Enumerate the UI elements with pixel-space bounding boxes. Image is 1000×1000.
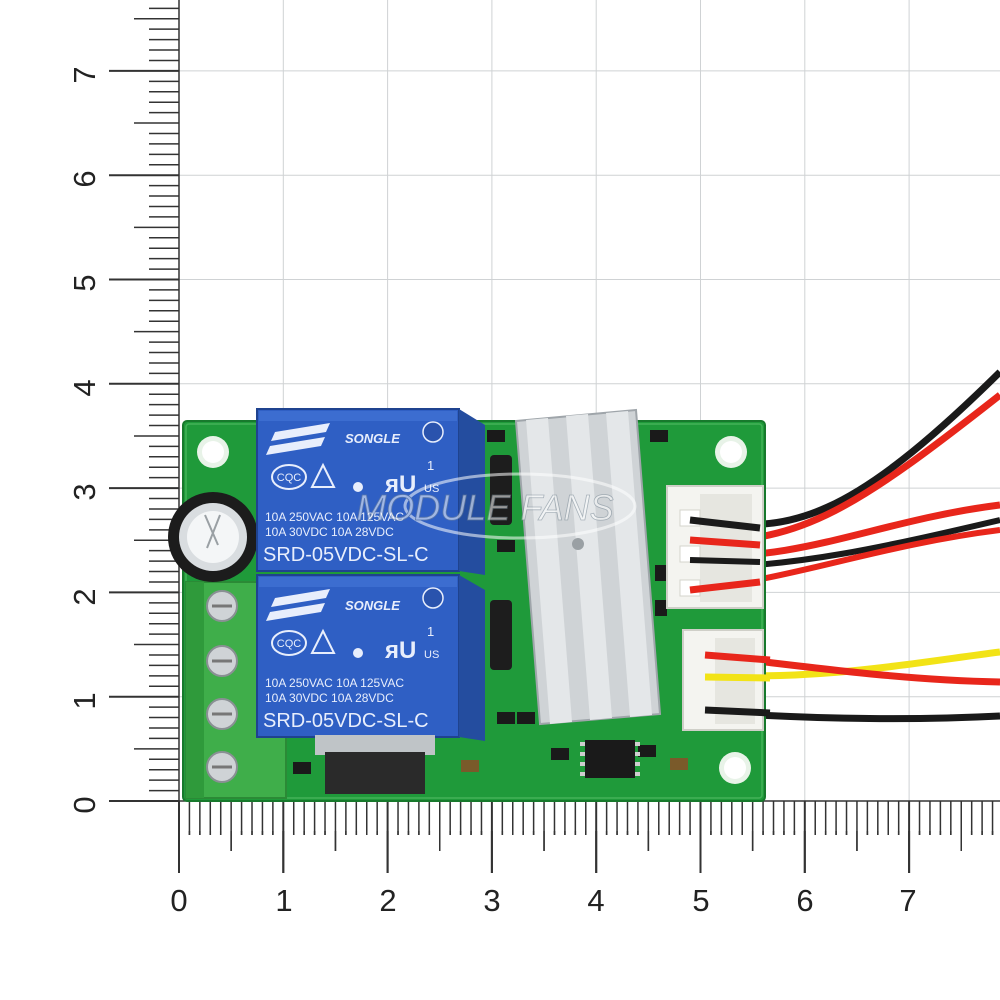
horizontal-ruler-labels: 0 1 2 3 4 5 6 7 [170, 883, 916, 918]
wire-ends [689, 516, 771, 717]
ic-chip [580, 740, 640, 778]
y-tick-label-0: 0 [67, 796, 102, 813]
relay-cert-num: 1 [427, 458, 434, 473]
relay-cert-num: 1 [427, 624, 434, 639]
relay-2: SONGLE CQC ᴙU 1 US 10A 250VAC 10A 125VAC… [256, 574, 485, 741]
relay-dot [353, 648, 363, 658]
mounting-hole-icon [197, 436, 229, 468]
relay-model: SRD-05VDC-SL-C [263, 544, 429, 566]
y-tick-label-7: 7 [67, 66, 102, 83]
heatsink-screw-icon [572, 538, 584, 550]
y-tick-label-3: 3 [67, 483, 102, 500]
vertical-ruler [109, 0, 180, 802]
y-tick-label-6: 6 [67, 170, 102, 187]
relay-cert-left: CQC [277, 472, 302, 484]
power-transistor [315, 735, 435, 794]
y-tick-label-5: 5 [67, 274, 102, 291]
x-tick-label-2: 2 [379, 883, 396, 918]
cqc-badge [271, 464, 307, 490]
y-tick-label-2: 2 [67, 588, 102, 605]
relay-brand: SONGLE [345, 598, 400, 613]
cqc-badge [271, 630, 307, 656]
x-tick-label-1: 1 [275, 883, 292, 918]
capacitor [168, 492, 258, 582]
smd-components [293, 430, 688, 774]
relay-cert-left: CQC [277, 638, 302, 650]
relay-dot [422, 587, 444, 609]
relay-dot [422, 421, 444, 443]
heatsink [514, 408, 662, 726]
y-tick-label-4: 4 [67, 379, 102, 396]
ul-mark: ᴙU [384, 637, 416, 664]
songle-logo-icon [266, 423, 330, 455]
horizontal-ruler [178, 800, 1000, 873]
y-tick-label-1: 1 [67, 692, 102, 709]
relay-1: SONGLE CQC ᴙU 1 US 10A 250VAC 10A 125VAC… [256, 408, 485, 575]
relay-model: SRD-05VDC-SL-C [263, 710, 429, 732]
songle-logo-icon [266, 589, 330, 621]
relay-rating-2: 10A 30VDC 10A 28VDC [265, 525, 394, 539]
relay-rating-1: 10A 250VAC 10A 125VAC [265, 510, 404, 524]
relay-dot [353, 482, 363, 492]
warning-triangle-icon [310, 462, 336, 488]
relay-rating-2: 10A 30VDC 10A 28VDC [265, 691, 394, 705]
ul-mark: ᴙU [384, 471, 416, 498]
screw-icon [206, 645, 238, 677]
relay-rating-1: 10A 250VAC 10A 125VAC [265, 676, 404, 690]
relay-cert-us: US [424, 649, 439, 661]
x-tick-label-0: 0 [170, 883, 187, 918]
x-tick-label-7: 7 [899, 883, 916, 918]
screw-icon [206, 698, 238, 730]
mounting-hole-icon [719, 752, 751, 784]
x-tick-label-5: 5 [692, 883, 709, 918]
warning-triangle-icon [310, 628, 336, 654]
vertical-ruler-labels: 0 1 2 3 4 5 6 7 [67, 66, 102, 813]
mounting-hole-icon [715, 436, 747, 468]
watermark-text: MODULE FANS [356, 487, 613, 528]
watermark: MODULE FANS [356, 472, 637, 540]
screw-icon [206, 751, 238, 783]
relay-module-board: SONGLE CQC ᴙU 1 US 10A 250VAC 10A 125VAC… [168, 408, 766, 802]
screw-icon [206, 590, 238, 622]
relay-brand: SONGLE [345, 431, 400, 446]
x-tick-label-3: 3 [483, 883, 500, 918]
x-tick-label-6: 6 [796, 883, 813, 918]
x-tick-label-4: 4 [587, 883, 604, 918]
